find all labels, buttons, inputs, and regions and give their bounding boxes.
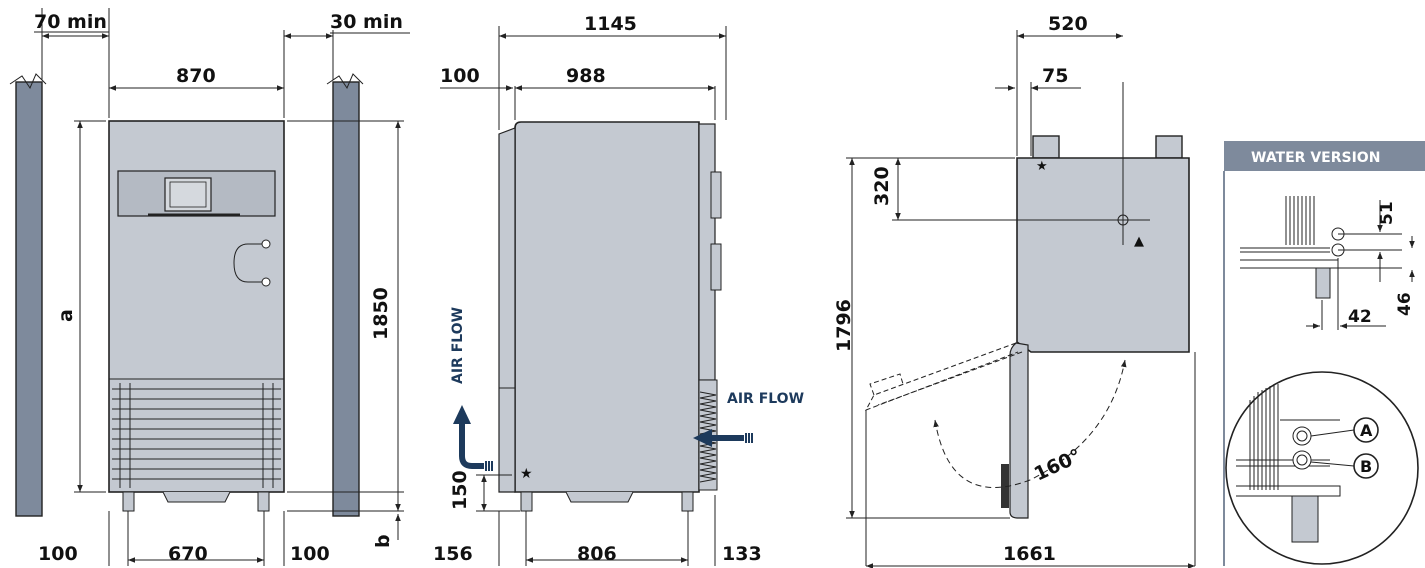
dim-front-width: 870 — [176, 65, 216, 87]
dim-water-51: 51 — [1377, 201, 1397, 225]
top-cabinet — [1016, 157, 1190, 353]
airflow-vertical-label: AIR FLOW — [450, 307, 466, 384]
dim-leg-b: b — [372, 534, 394, 548]
dim-side-bottom-left: 156 — [433, 543, 473, 565]
dim-side-depth-total: 1145 — [584, 13, 637, 35]
front-foot-left — [122, 491, 135, 512]
star-marker: ★ — [520, 466, 533, 482]
dim-clearance-left: 70 min — [34, 11, 107, 33]
connection-b-badge — [1353, 453, 1379, 479]
right-wall-break — [326, 73, 364, 90]
water-version-title: WATER VERSION — [1251, 150, 1380, 166]
connection-b-label: B — [1360, 457, 1372, 476]
dim-side-leg-height: 150 — [449, 470, 471, 510]
dim-top-offset: 75 — [1042, 65, 1068, 87]
water-version-panel: WATER VERSION 51 46 42 — [1223, 141, 1425, 566]
top-view: ★ ▲ 160° 520 75 320 1796 — [833, 13, 1196, 568]
door-swing-arc — [933, 359, 1127, 488]
water-version-header — [1224, 141, 1425, 171]
dim-top-width: 520 — [1048, 13, 1088, 35]
front-foot-right — [257, 491, 270, 512]
connection-a-label: A — [1360, 421, 1373, 440]
dim-bottom-left: 100 — [38, 543, 78, 565]
dim-bottom-center: 670 — [168, 543, 208, 565]
left-wall — [15, 81, 43, 517]
dim-height-a: a — [55, 309, 77, 322]
dim-side-bottom-center: 806 — [577, 543, 617, 565]
drip-tray — [162, 491, 231, 503]
dim-total-height: 1850 — [370, 287, 392, 340]
door-open-dashed — [864, 342, 1019, 411]
side-view: ★ AIR FLOW AIR FLOW 1145 988 100 150 — [433, 13, 804, 566]
drain-marker: ▲ — [1134, 234, 1144, 249]
side-foot-right — [681, 491, 694, 512]
dim-side-body-depth: 988 — [566, 65, 606, 87]
dim-water-46: 46 — [1395, 292, 1415, 316]
dim-water-42: 42 — [1348, 307, 1372, 327]
dim-clearance-right: 30 min — [330, 11, 403, 33]
side-cabinet — [514, 121, 700, 493]
top-star-marker: ★ — [1036, 159, 1048, 174]
airflow-left-arrow — [693, 429, 712, 447]
dim-top-height: 320 — [871, 166, 893, 206]
airflow-horizontal-label: AIR FLOW — [727, 391, 804, 407]
connection-a-badge — [1353, 417, 1379, 443]
dim-door-angle: 160° — [1031, 445, 1085, 486]
water-detail-top: 51 46 42 — [1240, 196, 1415, 330]
left-wall-break — [9, 73, 47, 90]
airflow-up-arrow — [453, 405, 471, 424]
water-detail-zoom: A B — [1225, 371, 1419, 565]
side-foot-left — [520, 491, 533, 512]
right-wall — [332, 81, 360, 517]
front-view: 70 min 30 min 870 a 1850 b 100 670 100 — [9, 8, 410, 566]
dim-total-with-door: 1661 — [1003, 543, 1056, 565]
door-handle — [233, 243, 266, 283]
dim-side-offset-left: 100 — [440, 65, 480, 87]
dim-depth-open: 1796 — [833, 299, 855, 352]
front-grille — [112, 383, 281, 488]
door-closed — [1009, 342, 1029, 519]
dim-bottom-right: 100 — [290, 543, 330, 565]
dim-side-bottom-right: 133 — [722, 543, 762, 565]
display-screen — [164, 177, 212, 212]
